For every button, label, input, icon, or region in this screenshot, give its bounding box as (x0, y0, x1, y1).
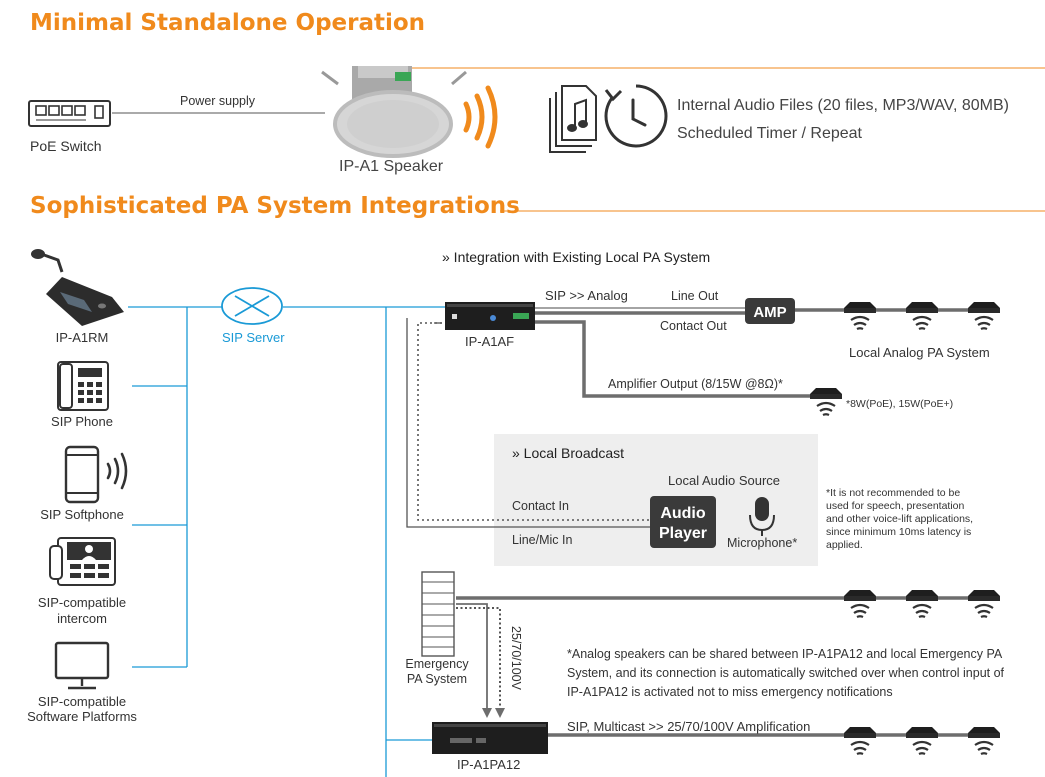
software-label-2: Software Platforms (27, 709, 137, 724)
amplification-label: SIP, Multicast >> 25/70/100V Amplificati… (567, 719, 811, 734)
integration-heading: » Integration with Existing Local PA Sys… (442, 249, 711, 265)
sip-analog-label: SIP >> Analog (545, 288, 628, 303)
sound-wave-icon (463, 85, 498, 149)
a1af-label: IP-A1AF (465, 334, 515, 349)
microphone-icon (749, 497, 775, 536)
poe-switch-label: PoE Switch (30, 138, 102, 154)
power-supply-label: Power supply (180, 94, 256, 108)
sip-server-icon (221, 287, 283, 325)
a1af-connections (535, 307, 1000, 398)
line-mic-in-label: Line/Mic In (512, 533, 573, 547)
microphone-label: Microphone* (727, 536, 798, 550)
desk-phone-icon (57, 361, 109, 411)
software-label-1: SIP-compatible (37, 694, 127, 709)
analog-speaker-icon (842, 725, 878, 756)
paging-console-icon (31, 249, 124, 326)
analog-speaker-icon (842, 300, 878, 331)
local-analog-label: Local Analog PA System (849, 345, 990, 360)
analog-speaker-icon (904, 300, 940, 331)
amp-output-label: Amplifier Output (8/15W @8Ω)* (608, 377, 783, 391)
audio-player-line1: Audio (660, 505, 706, 522)
softphone-label: SIP Softphone (40, 507, 124, 522)
standalone-title: Minimal Standalone Operation (30, 10, 426, 36)
ip-a1af-device (445, 302, 535, 330)
contact-out-label: Contact Out (660, 319, 727, 333)
emergency-label-2: PA System (406, 672, 468, 686)
audio-player-icon: Audio Player (650, 496, 716, 548)
amp-icon: AMP (745, 298, 795, 324)
audio-source-label: Local Audio Source (668, 473, 781, 488)
poe-switch-icon (28, 100, 111, 127)
sip-phone-label: SIP Phone (51, 414, 113, 429)
speaker-label: IP-A1 Speaker (339, 158, 444, 175)
monitor-icon (54, 641, 110, 690)
ceiling-speaker-icon (321, 66, 467, 158)
broadcast-heading: » Local Broadcast (512, 445, 625, 461)
analog-speaker-icon (966, 300, 1002, 331)
analog-speaker-icon (966, 588, 1002, 619)
intercom-label-2: intercom (57, 611, 107, 626)
latency-note: *It is not recommended to be used for sp… (826, 487, 974, 551)
amp-label: AMP (753, 304, 786, 321)
sip-network-lines (128, 306, 445, 777)
intercom-icon (49, 537, 116, 586)
voltage-label: 25/70/100V (509, 626, 523, 690)
analog-speaker-icon (966, 725, 1002, 756)
rm-label: IP-A1RM (55, 330, 109, 345)
integration-title: Sophisticated PA System Integrations (30, 193, 520, 219)
timer-icon (604, 84, 668, 148)
pa12-label: IP-A1PA12 (457, 757, 521, 772)
feature-timer: Scheduled Timer / Repeat (677, 125, 862, 142)
analog-speaker-icon (904, 725, 940, 756)
feature-audio-files: Internal Audio Files (20 files, MP3/WAV,… (677, 97, 1009, 114)
amplifier-icon (432, 722, 548, 754)
broadcast-connections (406, 318, 650, 528)
audio-player-line2: Player (659, 525, 707, 542)
analog-speaker-icon (842, 588, 878, 619)
line-out-label: Line Out (671, 289, 719, 303)
shared-speaker-note: *Analog speakers can be shared between I… (567, 647, 1005, 699)
emergency-panel-icon (421, 571, 455, 657)
contact-in-label: Contact In (512, 499, 569, 513)
analog-speaker-icon (904, 588, 940, 619)
power-note: *8W(PoE), 15W(PoE+) (846, 398, 954, 410)
analog-speaker-icon (808, 386, 844, 417)
music-files-icon (549, 85, 597, 153)
sip-server-label: SIP Server (222, 330, 285, 345)
emergency-label-1: Emergency (405, 657, 469, 671)
intercom-label-1: SIP-compatible (37, 595, 127, 610)
smartphone-icon (64, 445, 128, 504)
